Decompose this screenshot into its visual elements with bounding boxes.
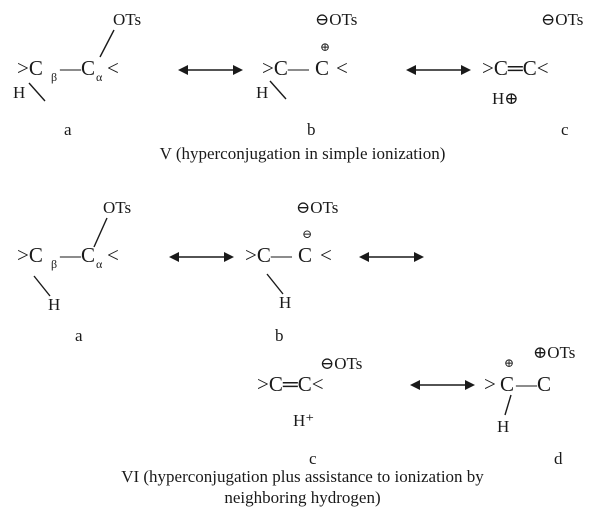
v-c-label: c — [561, 120, 569, 139]
vi-c-label: c — [309, 449, 317, 468]
vi-d-label: d — [554, 449, 563, 468]
v-a-right-part: C — [81, 56, 96, 80]
bond-h-v-a — [28, 82, 46, 102]
v-a-left-part: >C — [17, 56, 43, 80]
bond-otsa-vi — [93, 217, 108, 248]
v-a-alpha: α — [96, 70, 103, 84]
arrowhead-vi3-left — [410, 380, 420, 390]
v-b-hydrogen: H — [256, 83, 269, 102]
v-b-end: < — [336, 56, 348, 80]
arrowhead-v1-right — [233, 65, 243, 75]
vi-d-cation-carbon: C — [500, 372, 515, 396]
bond-h-vi-d — [504, 394, 512, 416]
vi-b-carbon: C — [298, 243, 313, 267]
arrowhead-v2-right — [461, 65, 471, 75]
arrowhead-vi2-right — [414, 252, 424, 262]
vi-a-left-part: >C — [17, 243, 43, 267]
bond-otsa-v — [99, 29, 115, 58]
bond-h-vi-b — [266, 273, 284, 295]
arrowhead-vi1-left — [169, 252, 179, 262]
vi-c-proton: H⁺ — [293, 411, 315, 430]
vi-b-label: b — [275, 326, 284, 345]
bond-h-vi-a — [33, 275, 51, 297]
v-b-label: b — [307, 120, 316, 139]
vi-b-anion: ⊖OTs — [296, 198, 339, 217]
vi-a-label: a — [75, 326, 83, 345]
v-a-beta: β — [51, 70, 58, 84]
vi-caption-line2: neighboring hydrogen) — [224, 488, 381, 507]
v-b-left-part: >C— — [262, 56, 309, 80]
v-c-proton: H⊕ — [492, 89, 519, 108]
arrowhead-vi1-right — [224, 252, 234, 262]
vi-a-right-part: C — [81, 243, 96, 267]
v-b-anion: ⊖OTs — [315, 10, 358, 29]
v-c-formula: >C═C< — [482, 56, 549, 80]
v-b-charge: ⊕ — [320, 40, 331, 54]
v-a-label: a — [64, 120, 72, 139]
v-a-end: < — [107, 56, 119, 80]
v-caption: V (hyperconjugation in simple ionization… — [159, 144, 446, 163]
vi-b-charge: ⊖ — [302, 227, 313, 241]
vi-a-bond: — — [60, 243, 81, 267]
v-a-substituent: OTs — [113, 10, 142, 29]
vi-d-anion: ⊕OTs — [533, 343, 576, 362]
vi-d-hydrogen: H — [497, 417, 510, 436]
v-c-anion: ⊖OTs — [541, 10, 584, 29]
vi-b-end: < — [320, 243, 332, 267]
v-b-cation-carbon: C — [315, 56, 330, 80]
vi-a-end: < — [107, 243, 119, 267]
bond-h-v-b — [269, 80, 287, 100]
arrowhead-vi3-right — [465, 380, 475, 390]
arrowhead-v1-left — [178, 65, 188, 75]
vi-a-substituent: OTs — [103, 198, 132, 217]
vi-b-left-part: >C— — [245, 243, 292, 267]
arrowhead-v2-left — [406, 65, 416, 75]
vi-d-charge: ⊕ — [504, 356, 515, 370]
vi-a-hydrogen: H — [48, 295, 61, 314]
vi-d-rest: —C — [516, 372, 552, 396]
vi-b-hydrogen: H — [279, 293, 292, 312]
vi-d-left-part: > — [484, 372, 496, 396]
v-a-bond: — — [60, 56, 81, 80]
vi-a-alpha: α — [96, 257, 103, 271]
vi-c-anion: ⊖OTs — [320, 354, 363, 373]
v-a-hydrogen: H — [13, 83, 26, 102]
vi-a-beta: β — [51, 257, 58, 271]
vi-caption-line1: VI (hyperconjugation plus assistance to … — [121, 467, 484, 486]
vi-c-formula: >C═C< — [257, 372, 324, 396]
arrowhead-vi2-left — [359, 252, 369, 262]
